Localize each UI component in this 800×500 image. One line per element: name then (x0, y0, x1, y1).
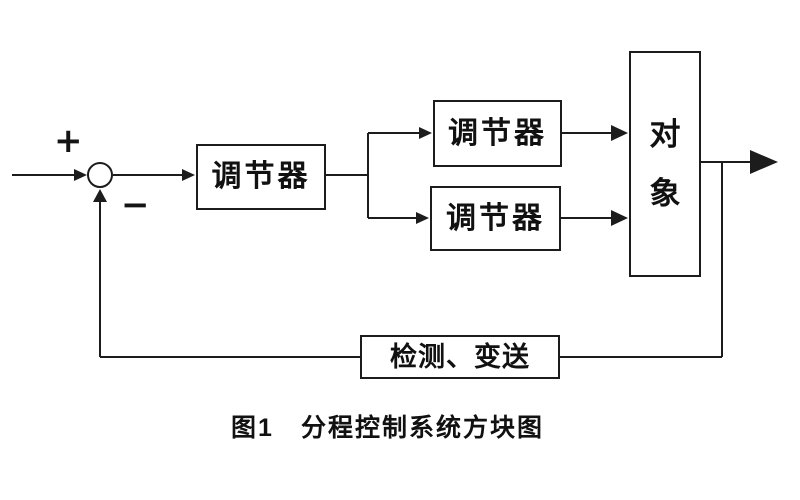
block-feedback-label: 检测、变送 (390, 341, 530, 372)
arrowhead-into-junction (74, 169, 87, 181)
block-controller-upper-label: 调节器 (448, 116, 547, 150)
block-controller-main: 调节器 (196, 144, 326, 210)
arrowhead-output (750, 150, 778, 174)
arrowhead-into-upper-controller (419, 127, 432, 139)
block-plant: 对 象 (629, 51, 701, 277)
block-controller-lower: 调节器 (430, 186, 561, 251)
plant-char-bottom: 象 (649, 176, 681, 211)
block-controller-lower-label: 调节器 (446, 201, 545, 235)
block-controller-upper: 调节器 (433, 100, 562, 167)
arrowhead-into-lower-controller (416, 212, 429, 224)
arrowhead-feedback-into-junction (93, 189, 107, 202)
minus-sign: − (121, 185, 150, 225)
plant-char-top: 对 (649, 117, 681, 152)
block-plant-label: 对 象 (650, 119, 681, 209)
block-feedback: 检测、变送 (360, 335, 560, 379)
arrowhead-upper-into-plant (611, 125, 628, 141)
arrowhead-lower-into-plant (611, 210, 628, 226)
plus-sign: + (54, 121, 83, 161)
figure-caption: 图1 分程控制系统方块图 (231, 414, 544, 442)
summing-junction-circle (87, 162, 113, 188)
arrowhead-into-main-controller (182, 169, 195, 181)
block-controller-main-label: 调节器 (211, 160, 311, 193)
